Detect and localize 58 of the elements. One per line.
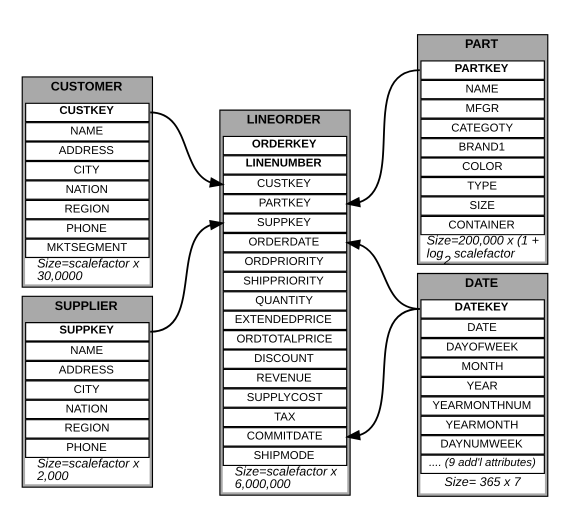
node-box: PHONE	[25, 438, 150, 458]
node-box: CATEGOTY	[420, 118, 545, 138]
node-box: ORDERKEY	[222, 135, 348, 155]
node-box: LINENUMBER	[222, 154, 348, 174]
node-box: DAYNUMWEEK	[420, 434, 545, 454]
node-box: REVENUE	[222, 368, 348, 388]
node-box: ORDERDATE	[222, 232, 348, 252]
node-box: SHIPPRIORITY	[222, 271, 348, 291]
node-box: BRAND1	[420, 138, 545, 158]
arrow	[150, 111, 225, 188]
node-box: QUANTITY	[222, 290, 348, 310]
node-box: ORDPRIORITY	[222, 252, 348, 272]
node-box: TYPE	[420, 176, 545, 196]
node-box: PARTKEY	[420, 60, 545, 80]
node-box: EXTENDEDPRICE	[222, 310, 348, 330]
node-box: CONTAINER	[420, 215, 545, 235]
node-box: COMMITDATE	[222, 426, 348, 446]
node-box: CUSTKEY	[222, 174, 348, 194]
node-box: CITY	[25, 380, 150, 400]
node-box: MFGR	[420, 98, 545, 118]
node-label: Size=scalefactor x 2,000	[37, 456, 140, 483]
node-box: MKTSEGMENT	[25, 238, 150, 258]
node-box: COLOR	[420, 157, 545, 176]
node-box: TAX	[222, 407, 348, 427]
node-box: DISCOUNT	[222, 348, 348, 368]
node-box: PHONE	[25, 218, 150, 238]
node-box: REGION	[25, 199, 150, 219]
node-box: ADDRESS	[25, 360, 150, 380]
arrow	[345, 68, 420, 207]
node-label: Size=scalefactor x 30,0000	[37, 256, 140, 283]
node-box: ADDRESS	[25, 141, 150, 160]
node-label: Size=scalefactor x 6,000,000	[234, 464, 337, 491]
node-box: NAME	[25, 340, 150, 360]
node-box: ORDTOTALPRICE	[222, 330, 348, 349]
node-box: NATION	[25, 399, 150, 419]
arrow	[150, 219, 225, 332]
node-box: DAYOFWEEK	[420, 338, 545, 357]
node-box: NATION	[25, 180, 150, 200]
node-box: SIZE	[420, 196, 545, 216]
node-box: SUPPLYCOST	[222, 388, 348, 408]
node-box: YEAR	[420, 376, 545, 396]
node-box: DATE	[420, 318, 545, 338]
node-box: PARTKEY	[222, 194, 348, 214]
node-box: NAME	[420, 79, 545, 99]
node-box: NAME	[25, 122, 150, 142]
node-box: SUPPKEY	[25, 322, 150, 341]
node-box: SHIPMODE	[222, 446, 348, 466]
node-label: Size= 365 x 7	[444, 474, 521, 488]
node-box: CUSTKEY	[25, 102, 150, 122]
node-box: REGION	[25, 418, 150, 438]
node-box: SUPPKEY	[222, 213, 348, 232]
arrow	[345, 308, 420, 440]
node-box: DATEKEY	[420, 298, 545, 318]
node-box: MONTH	[420, 356, 545, 376]
node-box: CITY	[25, 160, 150, 180]
node-box: YEARMONTH	[420, 415, 545, 435]
node-box: YEARMONTHNUM	[420, 396, 545, 416]
node-box: .... (9 add'l attributes)	[420, 454, 545, 474]
